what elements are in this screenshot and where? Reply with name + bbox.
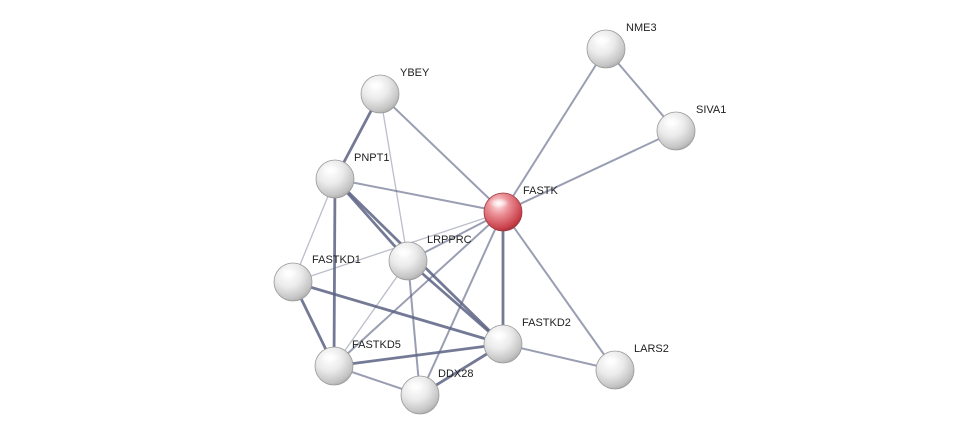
edge-lrpprc-fastkd5[interactable] (333, 260, 409, 367)
edge-fastk-pnpt1[interactable] (334, 178, 504, 213)
edge-fastkd5-fastkd2[interactable] (332, 342, 505, 368)
node-highlight (279, 268, 299, 278)
node-highlight (406, 381, 426, 391)
node-label: FASTKD5 (352, 339, 401, 351)
node-highlight (489, 198, 509, 208)
node-label: FASTKD1 (312, 254, 361, 266)
node-fastk[interactable]: FASTK (483, 185, 559, 232)
edge-fastk-nme3[interactable] (502, 48, 607, 213)
node-highlight (366, 80, 386, 90)
node-highlight (662, 117, 682, 127)
node-lrpprc[interactable]: LRPPRC (388, 234, 472, 281)
node-nme3[interactable]: NME3 (586, 22, 657, 69)
node-label: DDX28 (438, 368, 473, 380)
edge-lrpprc-ddx28[interactable] (407, 260, 421, 396)
node-highlight (601, 356, 621, 366)
node-fastkd5[interactable]: FASTKD5 (314, 339, 401, 386)
node-lars2[interactable]: LARS2 (595, 343, 669, 390)
node-label: FASTK (523, 185, 559, 197)
node-label: LRPPRC (427, 234, 472, 246)
node-highlight (489, 330, 509, 340)
edge-fastk-siva1[interactable] (502, 130, 677, 213)
node-siva1[interactable]: SIVA1 (656, 104, 726, 151)
node-ddx28[interactable]: DDX28 (400, 368, 473, 415)
node-highlight (592, 35, 612, 45)
node-fastkd1[interactable]: FASTKD1 (273, 254, 361, 302)
edge-fastk-lars2[interactable] (502, 211, 616, 371)
edge-pnpt1-fastkd5[interactable] (332, 177, 337, 368)
node-highlight (394, 247, 414, 257)
node-label: LARS2 (634, 343, 669, 355)
edge-ybey-lrpprc[interactable] (379, 93, 409, 262)
node-label: NME3 (626, 22, 657, 34)
node-highlight (321, 165, 341, 175)
edge-fastkd1-fastkd2[interactable] (291, 280, 505, 346)
edge-fastk-fastkd5[interactable] (333, 211, 504, 367)
node-label: PNPT1 (354, 152, 389, 164)
edge-lrpprc-fastkd2[interactable] (406, 259, 505, 346)
edge-fastk-ybey[interactable] (379, 93, 504, 213)
node-fastkd2[interactable]: FASTKD2 (483, 317, 571, 364)
node-ybey[interactable]: YBEY (360, 67, 430, 114)
node-pnpt1[interactable]: PNPT1 (315, 152, 389, 199)
node-label: FASTKD2 (522, 317, 571, 329)
node-highlight (320, 352, 340, 362)
node-label: YBEY (400, 67, 430, 79)
node-label: SIVA1 (696, 104, 726, 116)
